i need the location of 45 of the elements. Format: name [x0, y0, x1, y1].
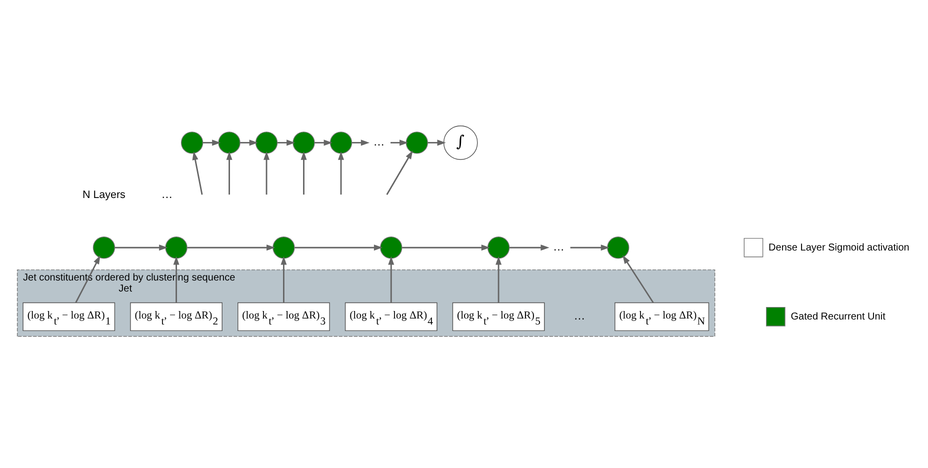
arrow: [570, 244, 610, 251]
arrow: [114, 244, 168, 251]
arrow: [388, 256, 394, 303]
arrow: [226, 151, 232, 195]
node-circle: [330, 132, 352, 154]
label: …: [574, 310, 586, 322]
arrow: [402, 244, 490, 251]
arrow: [428, 140, 446, 146]
legend-label: Dense Layer Sigmoid activation: [768, 242, 910, 254]
arrow: [338, 151, 344, 195]
arrow: [264, 151, 270, 195]
arrow: [75, 255, 100, 303]
node-circle: [255, 132, 278, 154]
node-circle: [607, 236, 630, 259]
node-circle: [487, 236, 510, 259]
node-circle: ∫: [443, 126, 478, 160]
arrow: [300, 151, 307, 195]
node-circle: [292, 132, 315, 154]
arrow: [192, 151, 203, 195]
node-circle: [92, 236, 116, 259]
legend-label: Gated Recurrent Unit: [790, 311, 886, 322]
arrow: [509, 244, 550, 251]
arrow: [314, 140, 332, 146]
arrow: [202, 140, 221, 146]
arrow: [386, 150, 413, 195]
arrow: [390, 140, 408, 146]
node-circle: [380, 236, 402, 259]
arrow: [294, 244, 383, 251]
arrow: [173, 256, 180, 303]
arrow: [496, 256, 502, 303]
label: …: [161, 189, 173, 202]
node-circle: [165, 236, 188, 259]
arrow: [187, 244, 276, 251]
arrow: [352, 140, 370, 146]
node-circle: [272, 236, 295, 259]
arrow: [280, 256, 287, 303]
node-circle: [406, 132, 428, 154]
label: N Layers: [82, 188, 126, 201]
node-text: …: [373, 136, 385, 148]
arrow: [622, 255, 654, 304]
node-circle: [180, 132, 204, 154]
arrow: [277, 140, 296, 146]
node-text: …: [552, 241, 564, 254]
node-circle: [218, 132, 240, 154]
arrow: [240, 140, 258, 146]
